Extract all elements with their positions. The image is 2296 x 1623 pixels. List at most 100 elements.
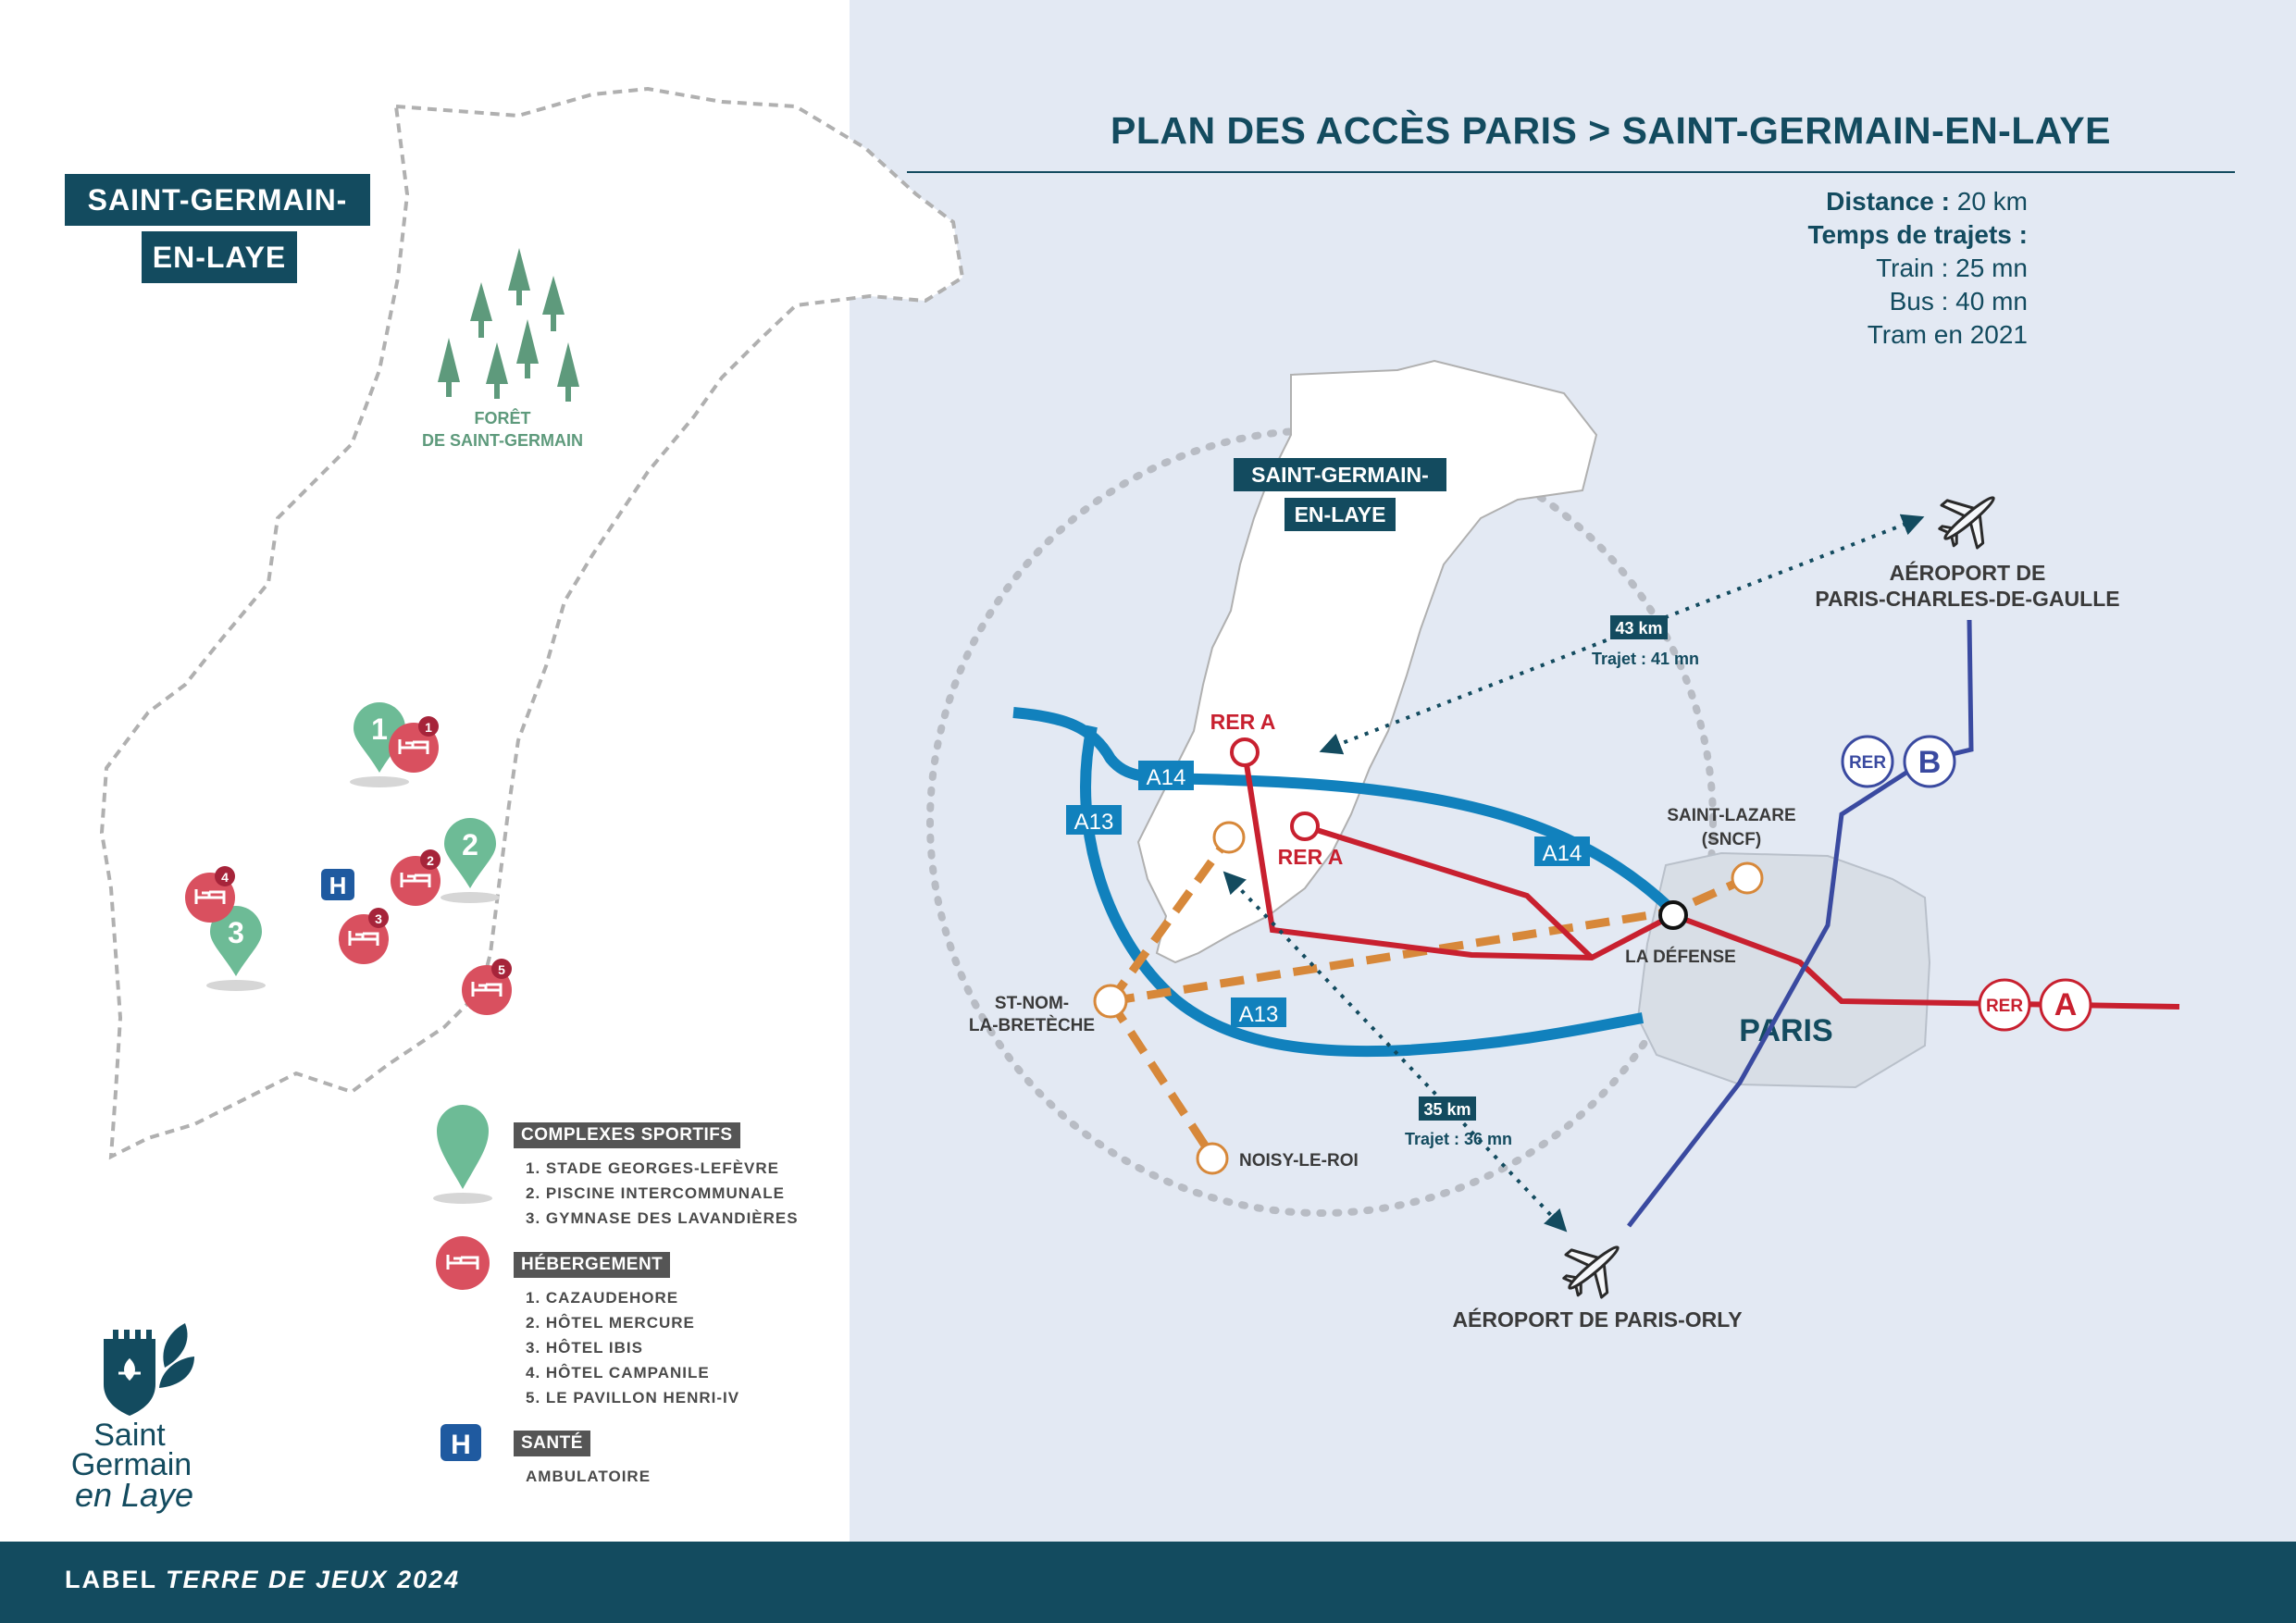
route-time: Trajet : 36 mn <box>1405 1130 1512 1148</box>
bed-icon <box>194 889 226 904</box>
suburban-line-north <box>1107 835 1233 1004</box>
sports-marker-number: 2 <box>462 828 478 861</box>
legend-hotel-icon <box>436 1236 490 1290</box>
hotel-marker-number: 1 <box>425 720 432 735</box>
tree-icon <box>542 276 565 331</box>
a13-badge-2: A13 <box>1231 997 1286 1027</box>
label-cdg-2: PARIS-CHARLES-DE-GAULLE <box>1815 587 2119 611</box>
station-st-nom[interactable] <box>1093 984 1128 1019</box>
label-la-defense: LA DÉFENSE <box>1625 947 1736 967</box>
hotel-marker-3[interactable]: 3 <box>339 908 389 964</box>
route-distance: 43 km <box>1615 619 1662 638</box>
footer-prefix: LABEL <box>65 1566 167 1593</box>
legend-sports-item: 1. STADE GEORGES-LEFÈVRE <box>526 1159 780 1177</box>
legend-sports-heading: COMPLEXES SPORTIFS <box>514 1122 740 1148</box>
hotel-marker-2[interactable]: 2 <box>391 849 441 906</box>
station-saint-lazare[interactable] <box>1731 861 1764 895</box>
tram-time: Tram en 2021 <box>1867 320 2028 349</box>
tree-icon <box>438 338 460 397</box>
bed-icon <box>400 873 431 887</box>
station-suburban-north[interactable] <box>1212 821 1246 854</box>
label-saint-lazare-1: SAINT-LAZARE <box>1667 806 1795 825</box>
rer-badge-letter: A <box>2054 987 2078 1022</box>
hotel-marker-number: 4 <box>221 870 229 885</box>
hotel-marker-number: 5 <box>498 962 505 977</box>
legend-sports-icon <box>433 1105 492 1204</box>
station-rer-a-north[interactable] <box>1230 737 1260 767</box>
page-title: PLAN DES ACCÈS PARIS > SAINT-GERMAIN-EN-… <box>1111 109 2111 152</box>
route-orly <box>1222 871 1568 1233</box>
station-la-defense[interactable] <box>1658 900 1688 930</box>
label-cdg-1: AÉROPORT DE <box>1890 560 2046 585</box>
legend-hotel-item: 3. HÔTEL IBIS <box>526 1339 643 1357</box>
forest-label-1: FORÊT <box>475 408 531 427</box>
distance-label: Distance : <box>1826 187 1950 216</box>
forest-label-2: DE SAINT-GERMAIN <box>422 431 583 450</box>
highway-label: A14 <box>1543 841 1582 866</box>
rer-badge-text: RER <box>1849 753 1886 773</box>
hotel-marker-number: 3 <box>375 911 382 926</box>
legend-health-heading: SANTÉ <box>514 1431 590 1456</box>
rer-a-badge: RER A <box>1978 978 2092 1032</box>
access-town-label-line-2: EN-LAYE <box>1285 498 1396 531</box>
hotel-marker-4[interactable]: 4 <box>185 866 235 923</box>
legend-hotel-item: 1. CAZAUDEHORE <box>526 1289 679 1307</box>
highway-label: A13 <box>1239 1002 1279 1027</box>
sports-marker-number: 3 <box>228 916 244 949</box>
tree-icon <box>470 282 492 338</box>
legend-sports-item: 2. PISCINE INTERCOMMUNALE <box>526 1184 786 1202</box>
footer-bar: LABEL TERRE DE JEUX 2024 <box>0 1542 2296 1623</box>
station-rer-a-south[interactable] <box>1290 812 1320 841</box>
hotel-marker-5[interactable]: 5 <box>462 959 512 1015</box>
leaf-icon <box>159 1323 194 1388</box>
city-logo: Saint Germain en Laye <box>71 1323 194 1514</box>
plane-icon-cdg <box>1938 496 1995 550</box>
label-orly: AÉROPORT DE PARIS-ORLY <box>1452 1307 1742 1332</box>
bed-icon <box>348 931 379 946</box>
legend-hospital-icon: H <box>441 1424 481 1461</box>
rer-b-line <box>1627 619 1974 1228</box>
tree-icon <box>557 342 579 402</box>
forest-trees <box>438 248 579 402</box>
legend-hotel-item: 4. HÔTEL CAMPANILE <box>526 1364 710 1381</box>
legend-health-item: AMBULATOIRE <box>526 1468 652 1485</box>
rer-a-label-north: RER A <box>1210 710 1276 734</box>
sports-marker-2[interactable]: 2 <box>441 818 500 903</box>
sports-marker-number: 1 <box>371 712 388 746</box>
sports-marker-1[interactable]: 1 <box>350 702 409 787</box>
rer-badge-letter: B <box>1918 745 1942 780</box>
logo-line-1: Saint <box>93 1418 166 1453</box>
cdg-distance-badge: 43 km Trajet : 41 mn <box>1592 615 1699 668</box>
map-canvas: FORÊT DE SAINT-GERMAIN 1 2 3 1 2 3 <box>71 86 2180 1514</box>
bed-icon <box>398 739 429 754</box>
town-label-line-1: SAINT-GERMAIN- <box>65 174 370 226</box>
times-label: Temps de trajets : <box>1807 220 2028 249</box>
hotel-marker-1[interactable]: 1 <box>389 716 439 773</box>
hospital-letter: H <box>451 1430 471 1460</box>
sports-marker-3[interactable]: 3 <box>206 906 266 991</box>
highway-label: A14 <box>1147 765 1186 790</box>
rer-a-label-south: RER A <box>1278 845 1344 869</box>
town-label-line-2: EN-LAYE <box>142 231 297 283</box>
legend-hotels-heading: HÉBERGEMENT <box>514 1252 671 1278</box>
plane-icon-orly <box>1562 1245 1620 1299</box>
train-time: Train : 25 mn <box>1876 254 2028 282</box>
hospital-marker[interactable]: H <box>321 869 354 900</box>
station-noisy[interactable] <box>1196 1142 1229 1175</box>
hospital-letter: H <box>329 872 347 899</box>
distance-value: 20 km <box>1956 187 2028 216</box>
bus-time: Bus : 40 mn <box>1889 287 2028 316</box>
route-time: Trajet : 41 mn <box>1592 650 1699 668</box>
label-noisy: NOISY-LE-ROI <box>1239 1151 1359 1171</box>
title-divider <box>907 171 2235 173</box>
bed-icon <box>446 1255 479 1270</box>
label-saint-lazare-2: (SNCF) <box>1702 830 1761 849</box>
access-town-label-line-1: SAINT-GERMAIN- <box>1234 458 1446 491</box>
logo-line-3: en Laye <box>75 1476 193 1514</box>
label-st-nom-2: LA-BRETÈCHE <box>969 1015 1095 1035</box>
tree-icon <box>516 319 539 378</box>
legend-hotel-item: 5. LE PAVILLON HENRI-IV <box>526 1389 740 1406</box>
rer-badge-text: RER <box>1986 997 2023 1016</box>
route-cdg <box>1319 514 1925 755</box>
a14-badge-1: A14 <box>1138 761 1194 790</box>
